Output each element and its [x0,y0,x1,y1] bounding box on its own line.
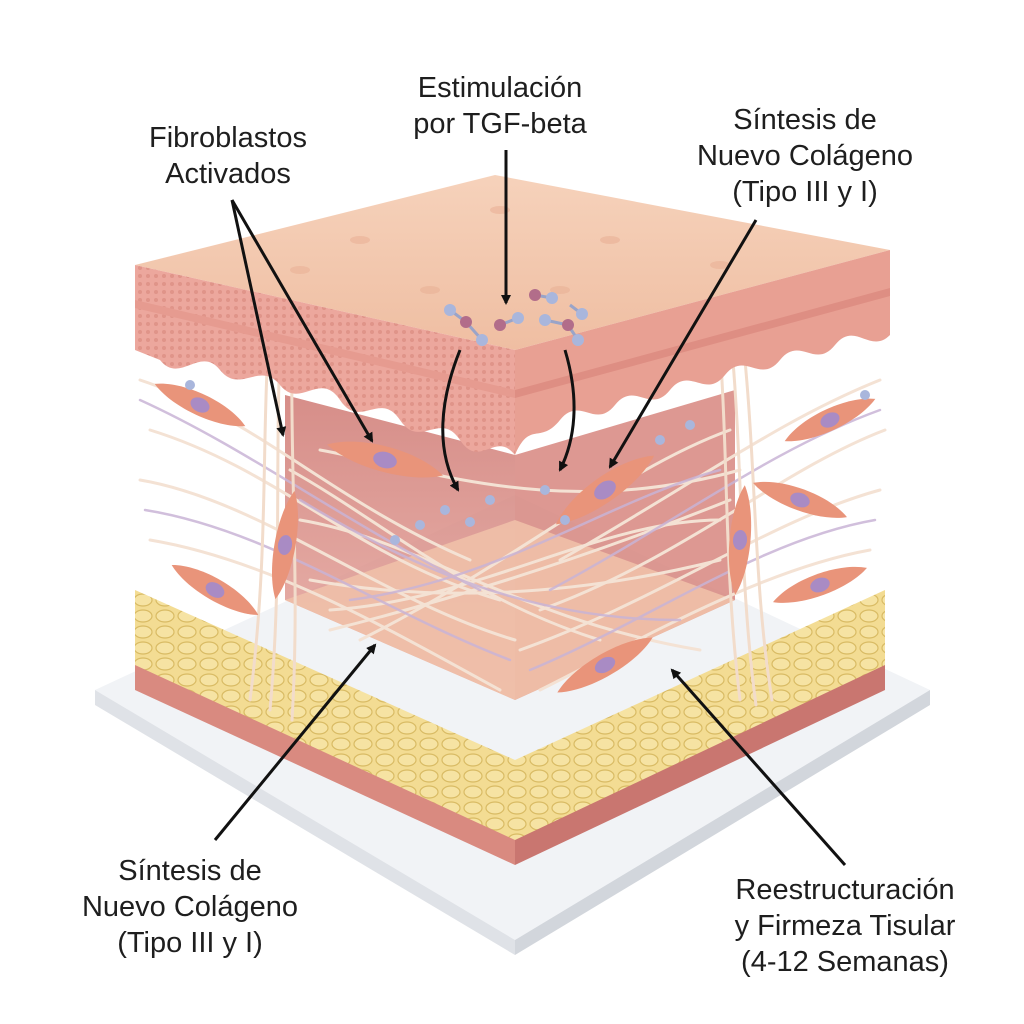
fibroblast-cells [154,383,876,693]
fibroblast-cell [773,566,867,603]
tgf-label: Estimulación por TGF-beta [413,72,587,140]
collagen-fibers [138,348,887,722]
collagen-top-arrow [608,219,758,469]
callout-arrows [213,150,847,866]
fat-layer [135,590,885,865]
fibroblast-cell [555,455,655,525]
fibroblast-cell [327,441,443,478]
remodeling-label: Reestructuración y Firmeza Tisular (4-12… [734,874,956,978]
tgf-beta-molecules [185,289,870,545]
fibroblast-arrow-left [230,199,287,437]
collagen-top-label: Síntesis de Nuevo Colágeno (Tipo III y I… [696,104,914,208]
fibroblast-cell [557,637,653,693]
collagen-bottom-label: Síntesis de Nuevo Colágeno (Tipo III y I… [81,855,299,959]
fibroblast-cell [272,490,298,600]
fibroblast-arrow-right [230,199,374,443]
fibroblast-cell [753,481,847,518]
collagen-bottom-arrow [213,643,377,841]
remodeling-arrow [670,668,847,866]
fibroblast-cell [784,398,876,442]
fibroblast-cell [171,564,259,615]
diffusion-arrows [441,349,576,492]
epidermis-layer [135,175,890,455]
fibroblast-cell [728,485,752,595]
fibroblast-cell [154,383,246,427]
dermis-cutaway [285,390,735,700]
fibroblasts-label: Fibroblastos Activados [149,122,307,190]
